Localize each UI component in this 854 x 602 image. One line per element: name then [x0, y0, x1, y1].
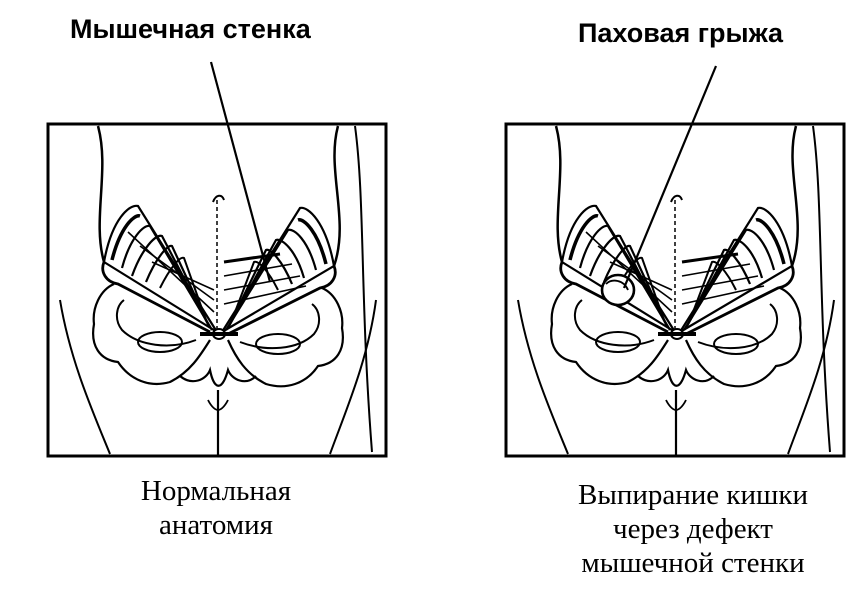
inguinal-hernia-label: Паховая грыжа	[578, 18, 784, 48]
normal-anatomy-illustration	[46, 122, 388, 458]
muscle-wall-pointer	[209, 61, 272, 283]
normal-anatomy-caption: Нормальная анатомия	[140, 475, 292, 541]
hernia-illustration	[504, 122, 846, 458]
hernia-caption: Выпирание кишки через дефект мышечной ст…	[578, 479, 808, 579]
hernia-pointer	[622, 65, 718, 289]
hernia-bulge	[600, 273, 636, 307]
muscle-wall-label: Мышечная стенка	[70, 14, 311, 44]
